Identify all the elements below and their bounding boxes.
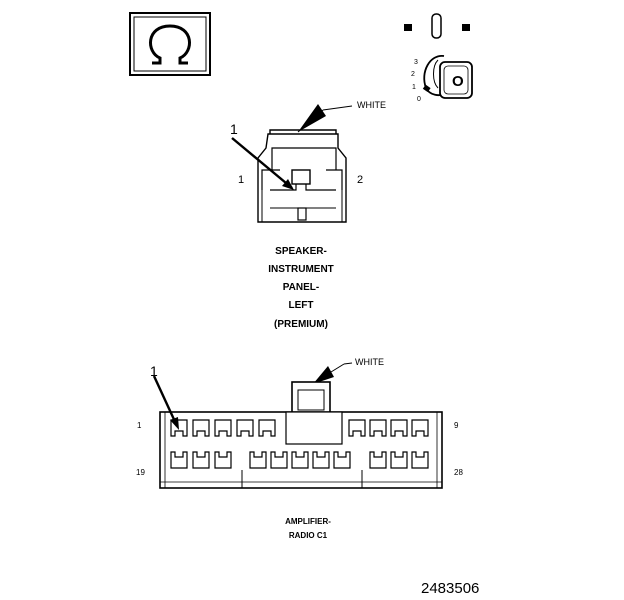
- ohmmeter-icon: Ω: [129, 12, 211, 76]
- amplifier-cavity-1: 1: [137, 421, 142, 430]
- speaker-name-line-1: SPEAKER-: [275, 246, 327, 257]
- speaker-callout: 1: [230, 121, 238, 137]
- ignition-key-icon: O 3 2 1 0: [411, 55, 473, 103]
- amplifier-cavity-19: 19: [136, 468, 145, 477]
- speaker-cavity-2: 2: [357, 174, 363, 186]
- ignition-position-3: 3: [414, 59, 418, 66]
- speaker-connector: WHITE 1 1 2 SPEAKER- INSTRUMENT PANEL- L…: [230, 100, 386, 330]
- amplifier-callout: 1: [150, 363, 158, 379]
- amplifier-bottom-row-cavities: [170, 451, 429, 469]
- amplifier-top-row-cavities: [170, 419, 429, 437]
- ignition-position-2: 2: [411, 71, 415, 78]
- amplifier-color-label: WHITE: [355, 357, 384, 367]
- figure-number: 2483506: [421, 580, 479, 597]
- amplifier-name-line-1: AMPLIFIER-: [285, 517, 331, 526]
- amplifier-cavity-9: 9: [454, 421, 459, 430]
- ignition-position-1: 1: [412, 84, 416, 91]
- speaker-name-line-5: (PREMIUM): [274, 319, 328, 330]
- speaker-name-line-2: INSTRUMENT: [268, 264, 334, 275]
- speaker-name-line-4: LEFT: [289, 300, 314, 311]
- ignition-off-icon: [404, 13, 470, 39]
- ignition-key-letter: O: [452, 73, 464, 90]
- speaker-color-label: WHITE: [357, 100, 386, 110]
- speaker-cavity-1: 1: [238, 174, 244, 186]
- speaker-name-line-3: PANEL-: [283, 282, 319, 293]
- amplifier-cavity-28: 28: [454, 468, 463, 477]
- ignition-position-0: 0: [417, 96, 421, 103]
- amplifier-name-line-2: RADIO C1: [289, 531, 328, 540]
- amplifier-connector: WHITE: [136, 357, 463, 540]
